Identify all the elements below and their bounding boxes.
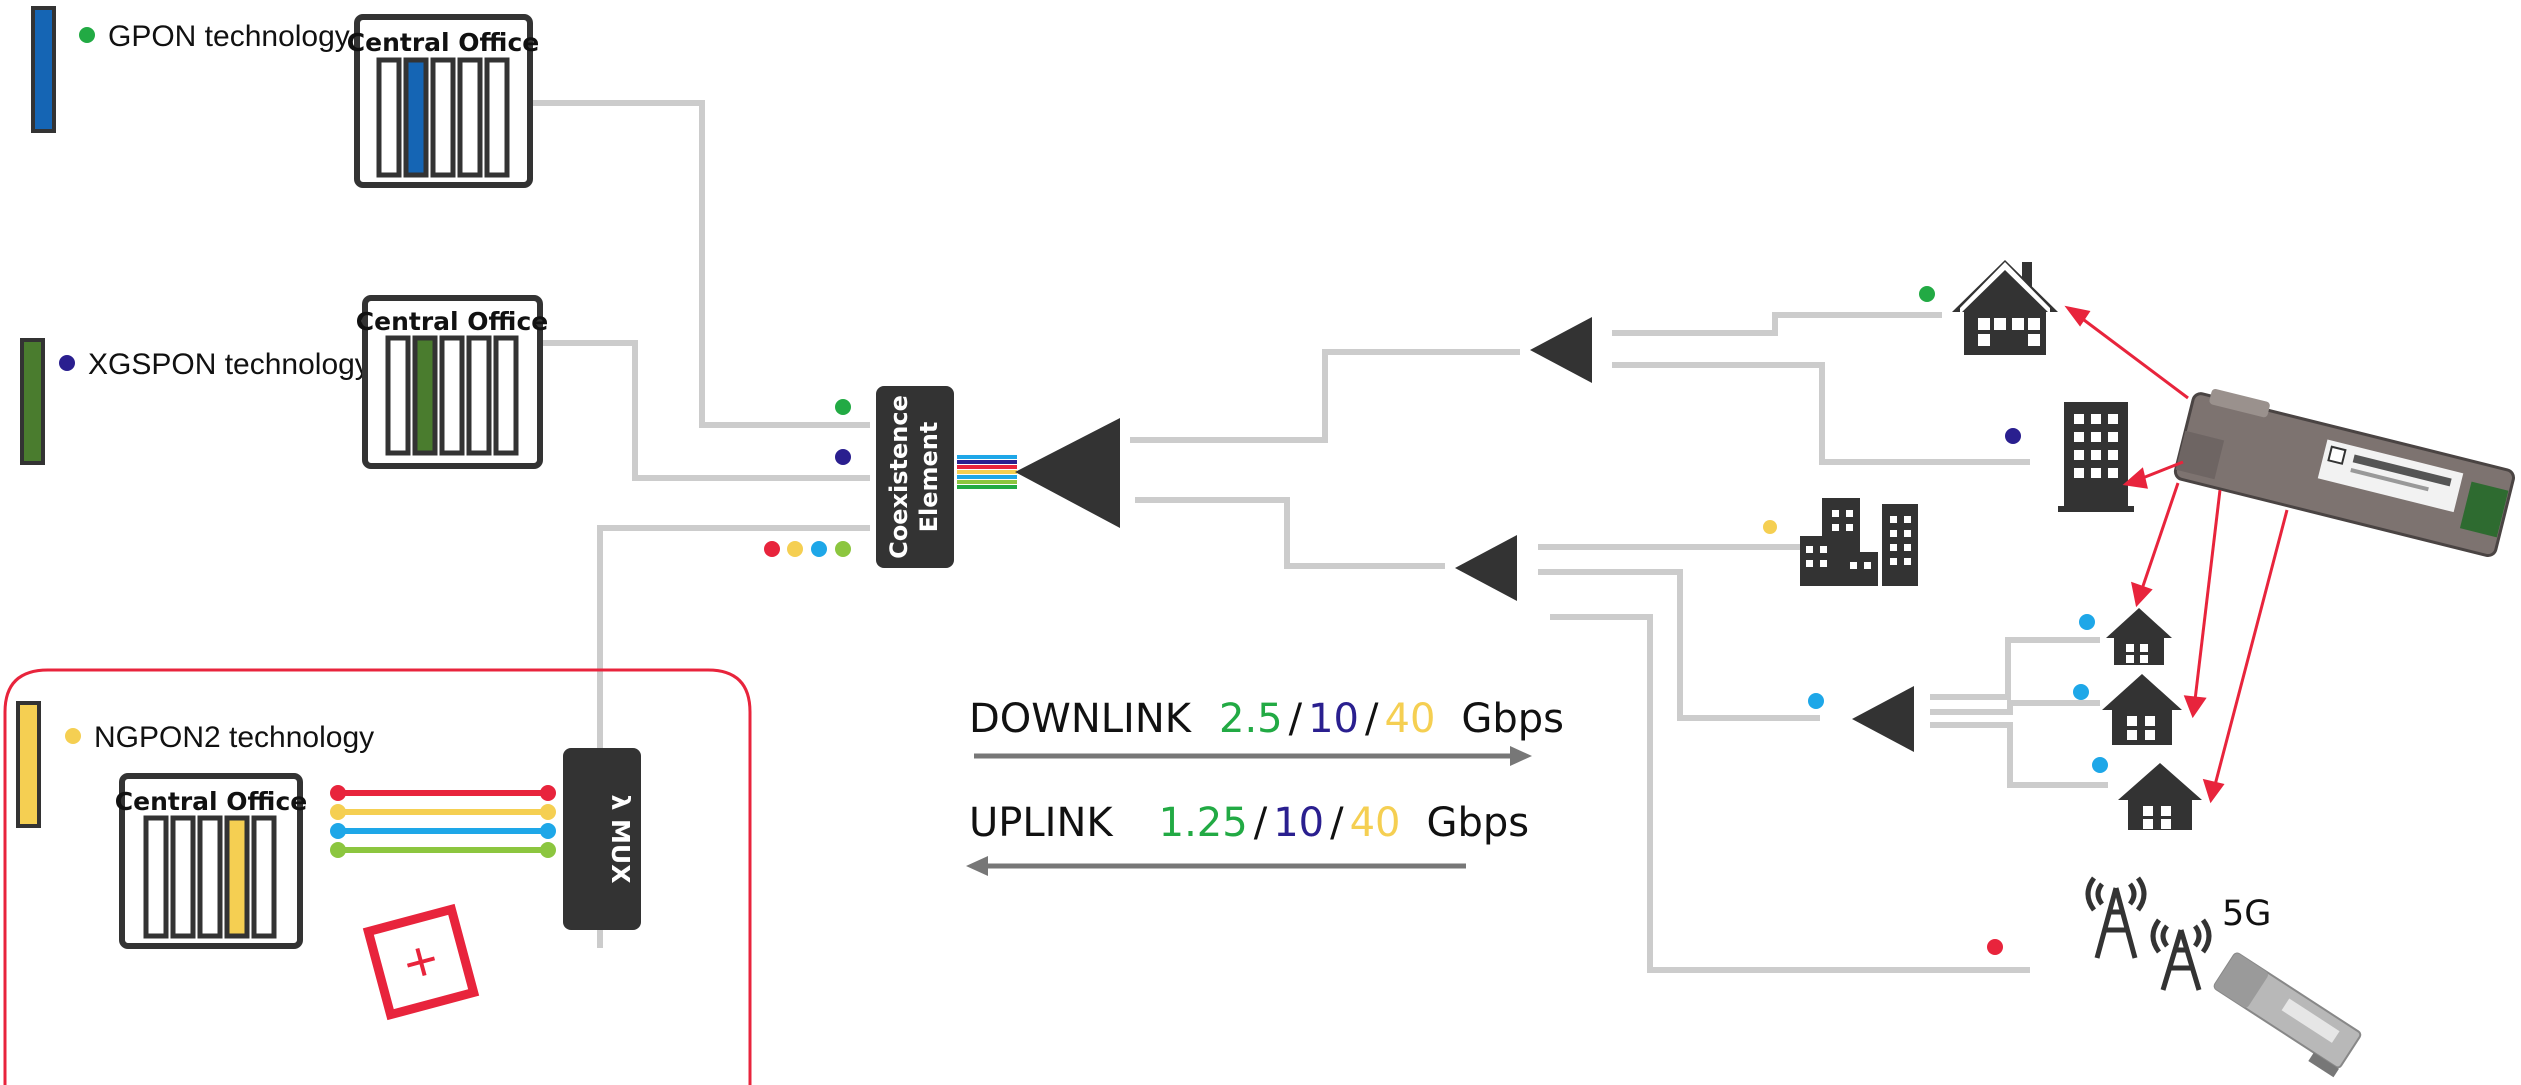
central-office-label: Central Office — [356, 307, 548, 336]
uplink-rate-ngpon2: 40 — [1350, 800, 1401, 846]
xgspon-endpoint-dot — [2005, 428, 2021, 444]
uplink-unit: Gbps — [1426, 800, 1529, 846]
downlink-rate-gpon: 2.5 — [1219, 696, 1283, 742]
uplink-rate-gpon: 1.25 — [1159, 800, 1248, 846]
ngpon2-dot — [65, 728, 81, 744]
xgspon-label: XGSPON technology — [88, 348, 370, 381]
gpon-endpoint-dot — [1919, 286, 1935, 302]
xgspon-input-dot — [835, 449, 851, 465]
central-office-label: Central Office — [347, 28, 539, 57]
ngpon2-region — [3, 668, 752, 1085]
central-office-xgspon: Central Office — [356, 295, 548, 469]
central-office-ngpon2: Central Office — [115, 773, 307, 949]
fiveg-label: 5G — [2222, 894, 2271, 934]
central-office-gpon: Central Office — [347, 14, 539, 188]
ngpon2-cyan-dot-2 — [2079, 614, 2095, 630]
house-icon-small-2 — [2102, 674, 2182, 745]
multicolor-fiber — [957, 455, 1017, 489]
ngpon2-label: NGPON2 technology — [94, 721, 374, 754]
downlink-rate-xgspon: 10 — [1308, 696, 1359, 742]
downlink-unit: Gbps — [1461, 696, 1564, 742]
coexistence-line2: Element — [915, 422, 943, 533]
sfp-module-small-icon — [2213, 952, 2362, 1078]
ngpon2-cyan-dot-3 — [2073, 684, 2089, 700]
ngpon2-red-dot — [1987, 939, 2003, 955]
uplink-label: UPLINK — [969, 800, 1114, 846]
sfp-transceiver-icon — [2173, 388, 2515, 558]
gpon-color-bar — [31, 6, 56, 133]
gpon-dot — [79, 27, 95, 43]
mux-label: λ MUX — [606, 795, 635, 884]
ngpon2-cyan-dot — [1808, 693, 1824, 709]
ngpon2-color-bar — [16, 701, 41, 828]
splitter-bottom — [1852, 686, 1914, 752]
uplink-rate-xgspon: 10 — [1273, 800, 1324, 846]
building-icon — [2058, 402, 2134, 512]
gpon-input-dot — [835, 399, 851, 415]
city-icon — [1800, 498, 1918, 586]
ngpon2-input-dots — [764, 541, 851, 557]
red-arrows — [2064, 305, 2289, 804]
splitter-top — [1530, 317, 1592, 383]
splitter-middle — [1455, 535, 1517, 601]
downlink-rate-ngpon2: 40 — [1385, 696, 1436, 742]
coexistence-element: Coexistence Element — [876, 386, 954, 568]
house-icon — [1952, 260, 2058, 355]
house-icon-small-1 — [2106, 608, 2172, 665]
ngpon2-cyan-dot-4 — [2092, 757, 2108, 773]
downlink-label: DOWNLINK — [969, 696, 1193, 742]
cell-tower-icon — [2085, 876, 2212, 991]
wavelength-links — [330, 785, 556, 858]
main-splitter — [1015, 418, 1120, 528]
coexistence-line1: Coexistence — [885, 395, 913, 559]
xgspon-dot — [59, 355, 75, 371]
central-office-label: Central Office — [115, 787, 307, 816]
xgspon-color-bar — [20, 338, 45, 465]
house-icon-small-3 — [2118, 763, 2202, 830]
ngpon2-yellow-dot — [1763, 520, 1777, 534]
plus-sign-icon — [362, 903, 480, 1021]
gpon-label: GPON technology — [108, 20, 350, 53]
lambda-mux: λ MUX — [563, 748, 641, 930]
